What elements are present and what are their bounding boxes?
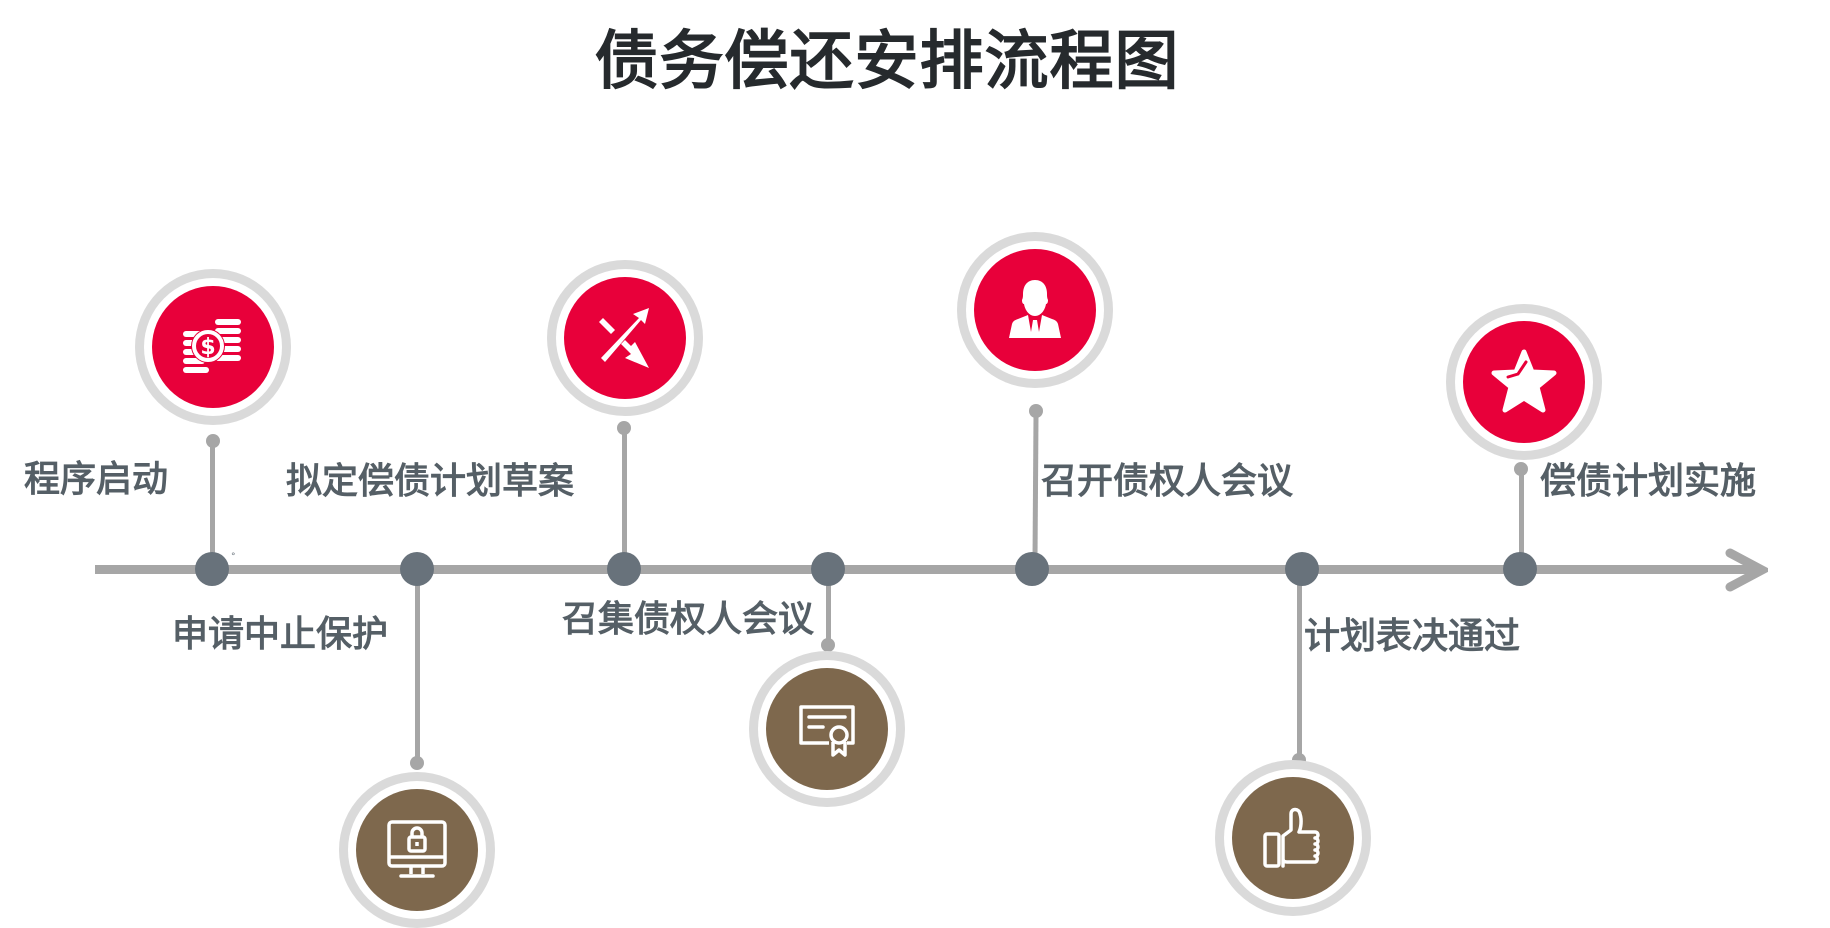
connector-pin bbox=[410, 756, 424, 770]
step-badge bbox=[749, 651, 905, 807]
connector-line bbox=[1032, 411, 1039, 565]
connector-line bbox=[1297, 572, 1302, 760]
timeline-axis bbox=[95, 565, 1755, 574]
crossing-arrows-icon bbox=[599, 308, 649, 368]
step-label: 召开债权人会议 bbox=[1041, 461, 1294, 502]
star-icon bbox=[1491, 349, 1557, 413]
connector-line bbox=[210, 440, 215, 568]
svg-text:$: $ bbox=[200, 335, 215, 360]
step-label: 程序启动 bbox=[24, 459, 169, 500]
stray-mark: ° bbox=[231, 552, 236, 562]
connector-line bbox=[826, 572, 831, 644]
timeline-node bbox=[195, 552, 229, 586]
step-badge bbox=[957, 232, 1113, 388]
step-label: 申请中止保护 bbox=[172, 614, 389, 655]
step-badge bbox=[1215, 760, 1371, 916]
connector-pin bbox=[821, 638, 835, 652]
page-title: 债务偿还安排流程图 bbox=[594, 25, 1180, 99]
connector-pin bbox=[617, 421, 631, 435]
step-badge bbox=[547, 260, 703, 416]
step-badge: $ bbox=[135, 269, 291, 425]
connector-pin bbox=[1029, 404, 1043, 418]
arrow-right-icon bbox=[1725, 548, 1768, 592]
step-label: 拟定偿债计划草案 bbox=[286, 461, 575, 502]
timeline-node bbox=[1285, 552, 1319, 586]
step-badge bbox=[1446, 304, 1602, 460]
step-label: 计划表决通过 bbox=[1304, 616, 1521, 657]
step-label: 召集债权人会议 bbox=[562, 599, 815, 640]
coins-dollar-icon: $ bbox=[183, 319, 241, 373]
connector-line bbox=[415, 572, 420, 762]
businessman-icon bbox=[1009, 280, 1061, 338]
step-badge bbox=[339, 772, 495, 928]
timeline-node bbox=[400, 552, 434, 586]
timeline-node bbox=[1503, 552, 1537, 586]
timeline-node bbox=[1015, 552, 1049, 586]
connector-line bbox=[1519, 470, 1524, 564]
connector-pin bbox=[206, 434, 220, 448]
thumbs-up-icon bbox=[1263, 807, 1320, 868]
monitor-lock-icon bbox=[387, 820, 447, 878]
connector-pin bbox=[1514, 462, 1528, 476]
timeline-node bbox=[811, 552, 845, 586]
step-label: 偿债计划实施 bbox=[1540, 461, 1757, 502]
timeline-node bbox=[607, 552, 641, 586]
certificate-icon bbox=[799, 705, 855, 757]
connector-line bbox=[622, 430, 627, 568]
